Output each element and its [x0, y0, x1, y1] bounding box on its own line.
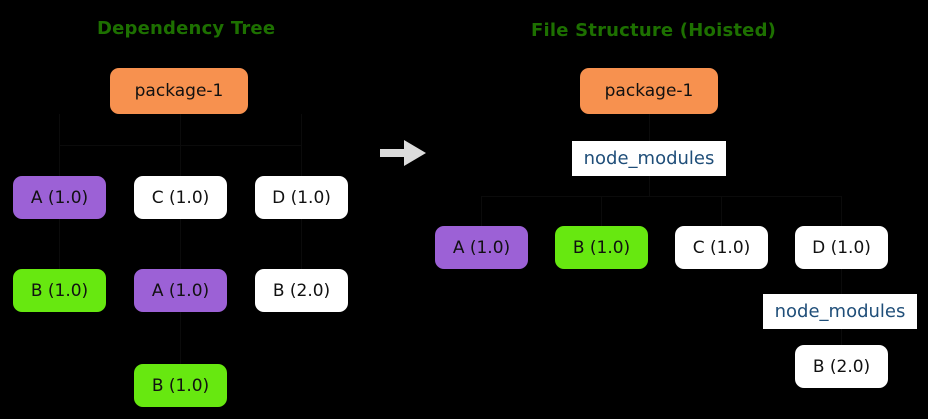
- node-a-1-0-left-row2[interactable]: A (1.0): [134, 269, 227, 312]
- edge-r-d1-to-nm2: [841, 269, 842, 294]
- folder-label: node_modules: [583, 148, 715, 169]
- node-package-1-right[interactable]: package-1: [580, 68, 718, 114]
- edge-a1-to-b1: [59, 219, 60, 269]
- node-b-2-0-left[interactable]: B (2.0): [255, 269, 348, 312]
- node-d-1-0-right[interactable]: D (1.0): [795, 226, 888, 269]
- node-d-1-0-left[interactable]: D (1.0): [255, 176, 348, 219]
- node-label: B (1.0): [151, 375, 210, 396]
- node-label: B (2.0): [812, 356, 871, 377]
- node-b-1-0-left-row3[interactable]: B (1.0): [134, 364, 227, 407]
- right-arrow-icon: [380, 140, 426, 166]
- edge-root-bus: [59, 145, 302, 146]
- edge-r-nm2-to-b2: [841, 329, 842, 345]
- node-b-2-0-right[interactable]: B (2.0): [795, 345, 888, 388]
- right-panel-title: File Structure (Hoisted): [531, 20, 777, 41]
- node-label: C (1.0): [151, 187, 210, 208]
- node-a-1-0-left-row1[interactable]: A (1.0): [13, 176, 106, 219]
- node-b-1-0-left-row2[interactable]: B (1.0): [13, 269, 106, 312]
- edge-r-nm-to-d1: [841, 196, 842, 226]
- folder-node-modules-nested[interactable]: node_modules: [763, 294, 917, 329]
- edge-r-nm-to-c1: [721, 196, 722, 226]
- node-label: package-1: [134, 81, 224, 101]
- node-label: A (1.0): [452, 237, 511, 258]
- node-label: package-1: [604, 81, 694, 101]
- edge-c1-to-a1b: [180, 219, 181, 269]
- folder-label: node_modules: [774, 301, 906, 322]
- left-panel-title: Dependency Tree: [97, 18, 276, 39]
- edge-r-nm-to-b1: [601, 196, 602, 226]
- node-a-1-0-right[interactable]: A (1.0): [435, 226, 528, 269]
- node-package-1-left[interactable]: package-1: [110, 68, 248, 114]
- edge-r-nm-down: [649, 176, 650, 196]
- node-c-1-0-left[interactable]: C (1.0): [134, 176, 227, 219]
- edge-r-nm-to-a1: [481, 196, 482, 226]
- folder-node-modules-top[interactable]: node_modules: [572, 141, 726, 176]
- node-label: B (2.0): [272, 280, 331, 301]
- edge-a1b-to-b1b: [180, 312, 181, 364]
- node-label: A (1.0): [151, 280, 210, 301]
- node-label: C (1.0): [692, 237, 751, 258]
- edge-r-nm-bus: [481, 196, 841, 197]
- edge-d1-to-b2: [301, 219, 302, 269]
- node-label: D (1.0): [272, 187, 331, 208]
- node-label: A (1.0): [30, 187, 89, 208]
- node-c-1-0-right[interactable]: C (1.0): [675, 226, 768, 269]
- node-label: D (1.0): [812, 237, 871, 258]
- node-label: B (1.0): [572, 237, 631, 258]
- node-b-1-0-right[interactable]: B (1.0): [555, 226, 648, 269]
- node-label: B (1.0): [30, 280, 89, 301]
- edge-r-root-to-nm: [649, 114, 650, 141]
